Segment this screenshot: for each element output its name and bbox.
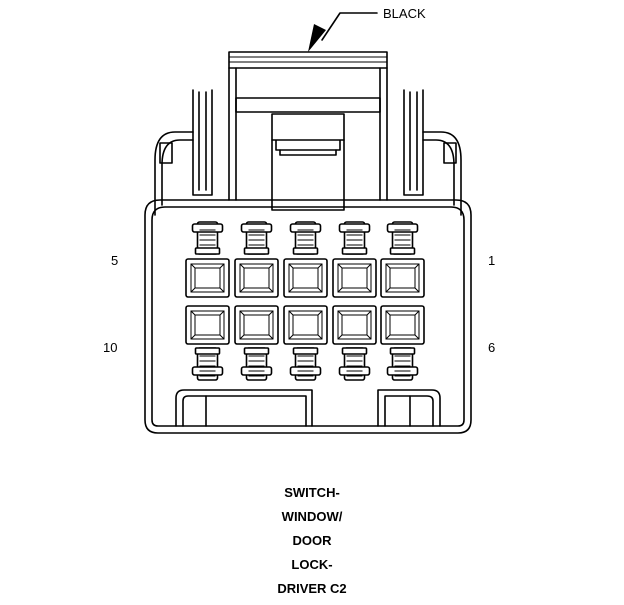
terminal-latch [289, 221, 322, 255]
top-terminal-latches [191, 221, 419, 255]
terminal-latch [240, 221, 273, 255]
bottom-terminal-latches [191, 347, 419, 381]
terminal-latch [386, 347, 419, 381]
terminal-cavity [234, 305, 279, 345]
housing-inner [151, 206, 465, 427]
pin-label-10: 10 [103, 340, 117, 355]
connector-caption: SWITCH- WINDOW/DOOR LOCK- DRIVER C2 [277, 485, 346, 596]
terminal-cavity [283, 305, 328, 345]
terminal-latch [338, 221, 371, 255]
color-callout-label: BLACK [383, 6, 426, 21]
terminal-cavity [185, 258, 230, 298]
callout-arrowhead [308, 24, 326, 52]
terminal-latch [338, 347, 371, 381]
caption-line: WINDOW/ [282, 509, 343, 524]
terminal-cavity [283, 258, 328, 298]
callout-leader-line [321, 12, 378, 41]
caption-line: DOOR [293, 533, 333, 548]
pin-label-6: 6 [488, 340, 495, 355]
bottom-keying [175, 389, 441, 427]
terminal-cavity [332, 258, 377, 298]
terminal-cavity [332, 305, 377, 345]
terminal-cavity [185, 305, 230, 345]
caption-line: LOCK- [291, 557, 332, 572]
terminal-latch [191, 347, 224, 381]
terminal-latch [386, 221, 419, 255]
terminal-cavities [185, 258, 425, 345]
terminal-cavity [234, 258, 279, 298]
terminal-latch [240, 347, 273, 381]
terminal-cavity [380, 258, 425, 298]
housing-outer [144, 199, 472, 434]
side-guides [154, 89, 462, 216]
caption-line: SWITCH- [284, 485, 340, 500]
terminal-latch [289, 347, 322, 381]
terminal-latch [191, 221, 224, 255]
top-latch [228, 51, 388, 211]
caption-line: DRIVER C2 [277, 581, 346, 596]
pin-label-1: 1 [488, 253, 495, 268]
terminal-cavity [380, 305, 425, 345]
pin-label-5: 5 [111, 253, 118, 268]
